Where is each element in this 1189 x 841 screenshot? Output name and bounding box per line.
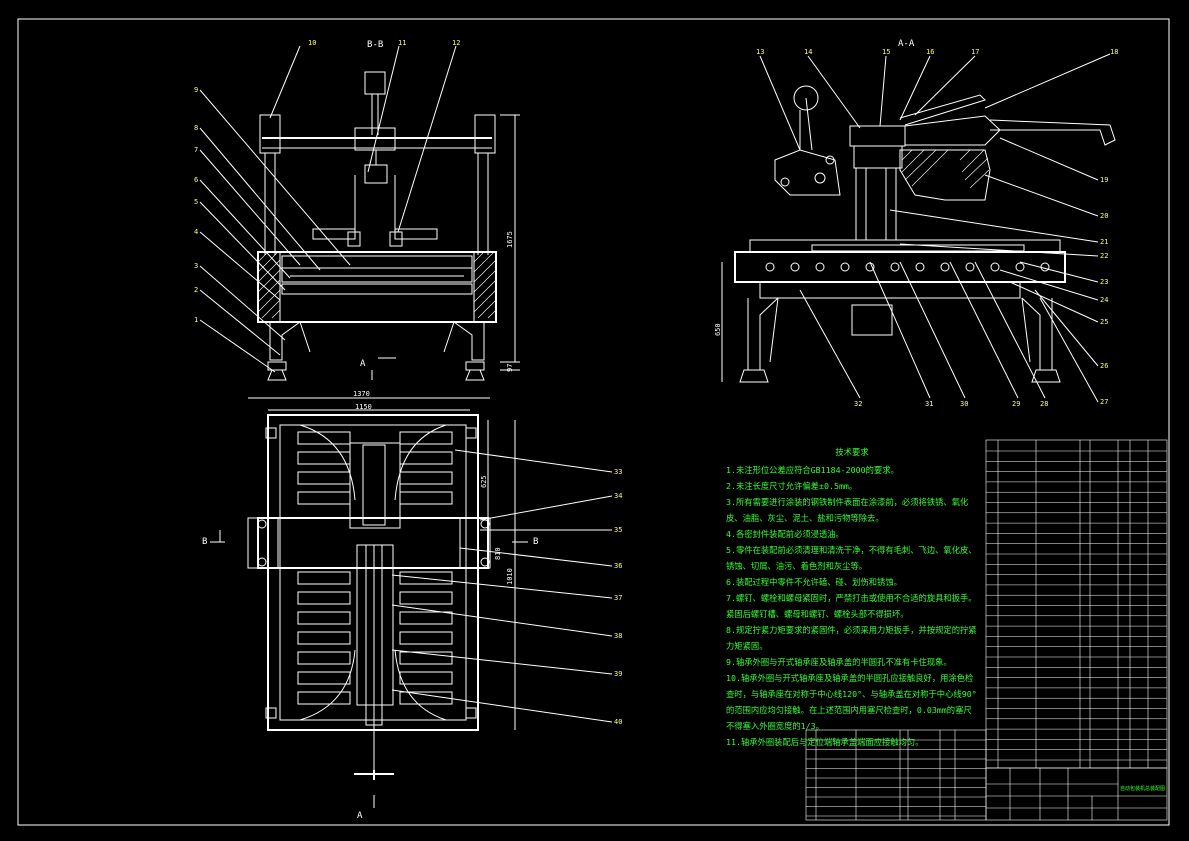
top-view: 1370 1150 625 810 1010 <box>202 390 622 821</box>
side-label-22: 22 <box>1100 252 1108 260</box>
dim-top-outer: 1370 <box>353 390 370 398</box>
side-label-24: 24 <box>1100 296 1108 304</box>
note-line-5: 5.零件在装配前必须清理和清洗干净，不得有毛刺、飞边、氧化皮、锈蚀、切屑、油污、… <box>726 545 977 571</box>
note-line-9: 9.轴承外圈与开式轴承座及轴承盖的半圆孔不准有卡住现象。 <box>726 657 952 667</box>
side-label-26: 26 <box>1100 362 1108 370</box>
dim-front-height: 1675 <box>506 231 514 248</box>
top-label-38: 38 <box>614 632 622 640</box>
side-label-25: 25 <box>1100 318 1108 326</box>
sheet-border <box>17 18 1170 826</box>
section-mark-b-right: B <box>533 537 538 547</box>
side-label-15: 15 <box>882 48 890 56</box>
top-label-36: 36 <box>614 562 622 570</box>
note-line-6: 6.装配过程中零件不允许磕、碰、划伤和锈蚀。 <box>726 577 902 587</box>
side-label-17: 17 <box>971 48 979 56</box>
side-label-28: 28 <box>1040 400 1048 408</box>
top-label-40: 40 <box>614 718 622 726</box>
side-label-31: 31 <box>925 400 933 408</box>
side-label-27: 27 <box>1100 398 1108 406</box>
section-label-aa: A-A <box>898 39 915 49</box>
title-block <box>985 767 1168 821</box>
top-label-33: 33 <box>614 468 622 476</box>
note-line-4: 4.各密封件装配前必须浸透油。 <box>726 529 844 539</box>
front-label-7: 7 <box>194 146 198 154</box>
note-line-8: 8.规定拧紧力矩要求的紧固件，必须采用力矩扳手，并按规定的拧紧力矩紧固。 <box>726 625 977 651</box>
front-label-10: 10 <box>308 39 316 47</box>
note-line-7: 7.螺钉、螺栓和螺母紧固时，严禁打击或使用不合适的旋具和扳手。紧固后螺钉槽、螺母… <box>726 593 977 619</box>
note-line-3: 3.所有需要进行涂装的钢铁制件表面在涂漆前，必须将铁锈、氧化皮、油脂、灰尘、泥土… <box>726 497 969 523</box>
section-label-bb: B-B <box>367 40 383 50</box>
side-label-16: 16 <box>926 48 934 56</box>
section-mark-b-left: B <box>202 537 207 547</box>
dim-front-bottom: 97 <box>506 364 514 372</box>
side-view: A-A <box>714 39 1118 408</box>
front-label-2: 2 <box>194 286 198 294</box>
front-label-4: 4 <box>194 228 198 236</box>
bom-rows-right <box>986 450 1167 761</box>
front-label-8: 8 <box>194 124 198 132</box>
front-label-3: 3 <box>194 262 198 270</box>
top-label-37: 37 <box>614 594 622 602</box>
note-line-10: 10.轴承外圈与开式轴承座及轴承盖的半圆孔应接触良好，用涂色检查时，与轴承座在对… <box>726 673 977 731</box>
top-label-34: 34 <box>614 492 622 500</box>
drawing-title: 自动包装机总装配图 <box>1120 785 1165 792</box>
side-label-20: 20 <box>1100 212 1108 220</box>
front-view: B-B <box>194 39 520 381</box>
side-label-13: 13 <box>756 48 764 56</box>
dim-top-side-c: 1010 <box>506 568 514 585</box>
side-label-14: 14 <box>804 48 812 56</box>
side-label-18: 18 <box>1110 48 1118 56</box>
note-line-11: 11.轴承外圈装配后与定位端轴承盖端面应接触均匀。 <box>726 737 924 747</box>
bom-rows-bottom <box>806 739 986 817</box>
dim-top-side-b: 810 <box>494 547 502 560</box>
section-mark-a-top: A <box>360 359 366 369</box>
dim-side-height: 650 <box>714 323 722 336</box>
side-label-21: 21 <box>1100 238 1108 246</box>
note-line-1: 1.未注形位公差应符合GB1184-2000的要求。 <box>726 465 899 475</box>
front-label-5: 5 <box>194 198 198 206</box>
side-label-19: 19 <box>1100 176 1108 184</box>
dim-top-inner: 1150 <box>355 403 372 411</box>
top-label-35: 35 <box>614 526 622 534</box>
front-label-6: 6 <box>194 176 198 184</box>
note-line-2: 2.未注长度尺寸允许偏差±0.5mm。 <box>726 481 858 491</box>
bom-table-bottom <box>805 729 987 821</box>
top-label-39: 39 <box>614 670 622 678</box>
front-label-1: 1 <box>194 316 198 324</box>
section-mark-a-bottom: A <box>357 811 363 821</box>
front-label-11: 11 <box>398 39 406 47</box>
dim-top-side-a: 625 <box>480 475 488 488</box>
side-label-32: 32 <box>854 400 862 408</box>
side-label-29: 29 <box>1012 400 1020 408</box>
notes-title: 技术要求 <box>835 447 869 457</box>
front-label-9: 9 <box>194 86 198 94</box>
side-label-23: 23 <box>1100 278 1108 286</box>
technical-notes: 技术要求 1.未注形位公差应符合GB1184-2000的要求。 2.未注长度尺寸… <box>726 444 978 750</box>
front-label-12: 12 <box>452 39 460 47</box>
side-label-30: 30 <box>960 400 968 408</box>
